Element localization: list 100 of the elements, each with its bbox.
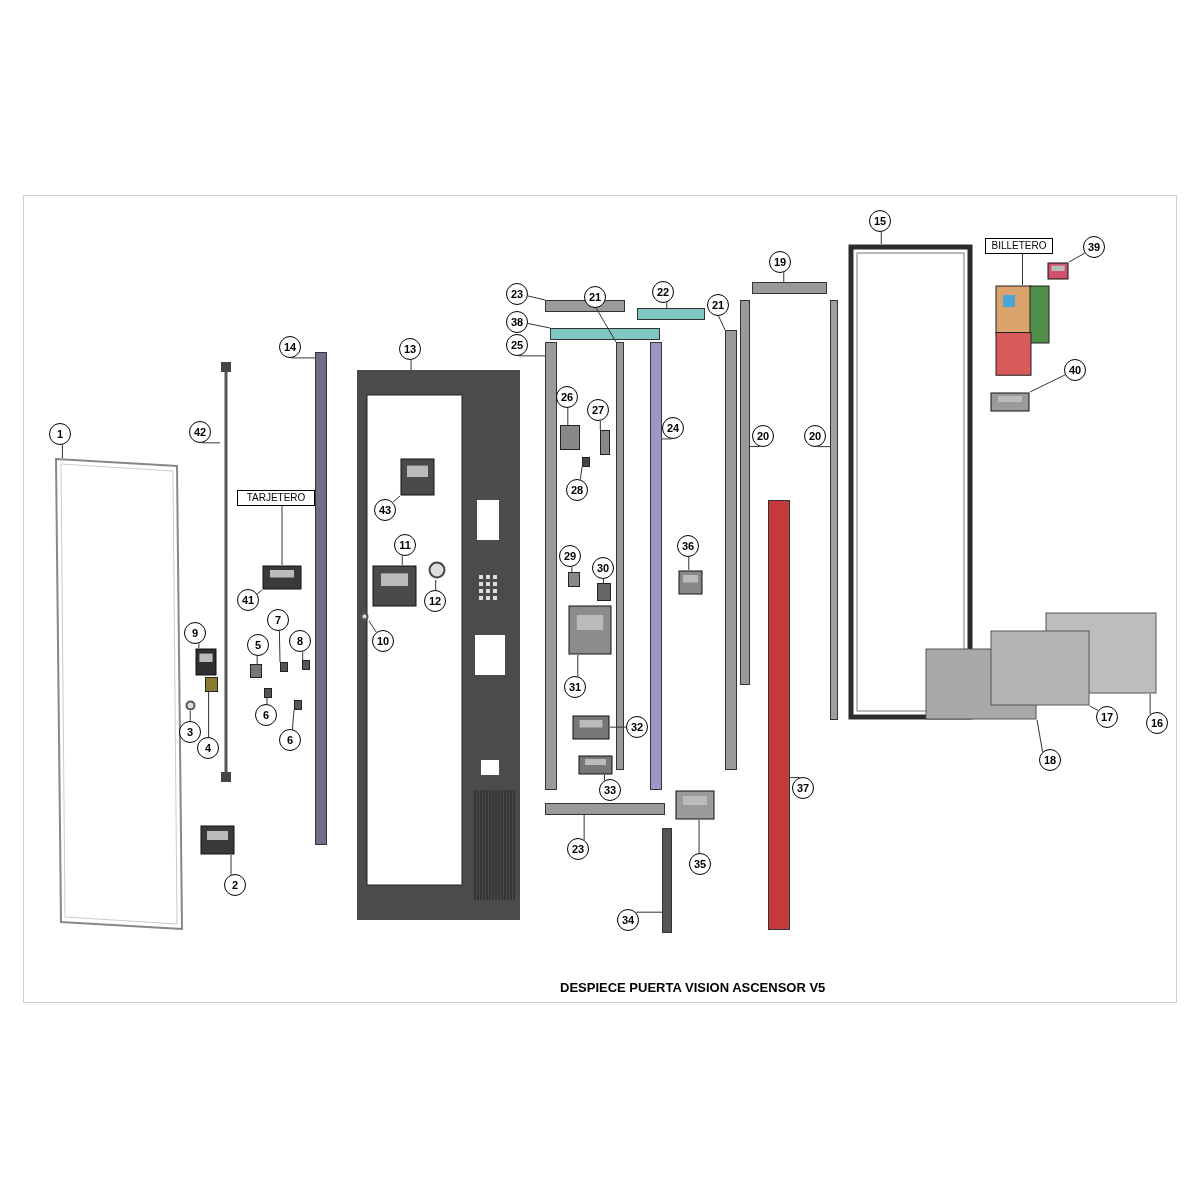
component-drawing	[678, 570, 703, 595]
component-drawing	[1047, 262, 1069, 280]
part-label: TARJETERO	[237, 490, 315, 506]
callout-number: 32	[626, 716, 648, 738]
leader-line	[435, 579, 437, 591]
profile-bar-drawing	[616, 342, 624, 770]
callout-number: 3	[179, 721, 201, 743]
leader-line	[198, 642, 200, 649]
profile-bar-drawing	[545, 300, 625, 312]
callout-number: 39	[1083, 236, 1105, 258]
leader-line	[527, 323, 551, 329]
leader-line	[527, 295, 546, 301]
callout-number: 2	[224, 874, 246, 896]
door-panel-drawing	[357, 370, 520, 920]
glass-panel-drawing	[55, 458, 183, 930]
leader-line	[302, 651, 304, 661]
cable-drawing	[220, 362, 232, 782]
profile-bar-drawing	[650, 342, 662, 790]
diagram-title: DESPIECE PUERTA VISION ASCENSOR V5	[560, 979, 826, 997]
leader-line	[401, 555, 403, 566]
leader-line	[266, 697, 268, 705]
leader-line	[1149, 693, 1151, 715]
profile-bar-drawing	[662, 828, 672, 933]
small-part-drawing	[250, 664, 262, 678]
leader-line	[688, 556, 690, 571]
small-part-drawing	[205, 677, 218, 692]
small-part-drawing	[560, 425, 580, 450]
small-part-drawing	[582, 457, 590, 467]
callout-number: 14	[279, 336, 301, 358]
callout-number: 33	[599, 779, 621, 801]
callout-number: 18	[1039, 749, 1061, 771]
callout-number: 25	[506, 334, 528, 356]
component-drawing	[572, 715, 610, 740]
profile-bar-drawing	[545, 342, 557, 790]
callout-number: 21	[584, 286, 606, 308]
callout-number: 30	[592, 557, 614, 579]
small-part-drawing	[294, 700, 302, 710]
leader-line	[579, 466, 583, 481]
callout-number: 7	[267, 609, 289, 631]
callout-number: 13	[399, 338, 421, 360]
callout-number: 35	[689, 853, 711, 875]
leader-line	[666, 301, 668, 309]
component-drawing	[200, 825, 235, 855]
callout-number: 26	[556, 386, 578, 408]
leader-line	[577, 654, 579, 677]
profile-bar-drawing	[740, 300, 750, 685]
callout-number: 17	[1096, 706, 1118, 728]
part-label: BILLETERO	[985, 238, 1053, 254]
profile-bar-drawing	[637, 308, 705, 320]
callout-number: 1	[49, 423, 71, 445]
leader-line	[368, 620, 377, 633]
leader-line	[1022, 253, 1023, 286]
leader-line	[602, 578, 604, 584]
leader-line	[208, 691, 210, 738]
callout-number: 21	[707, 294, 729, 316]
leader-line	[698, 819, 700, 854]
callout-number: 40	[1064, 359, 1086, 381]
small-part-drawing	[597, 583, 611, 601]
leader-line	[392, 495, 401, 503]
leader-line	[1089, 705, 1099, 711]
profile-bar-drawing	[768, 500, 790, 930]
ring-part-drawing	[185, 700, 196, 711]
small-part-drawing	[302, 660, 310, 670]
component-drawing	[990, 392, 1030, 412]
leader-line	[783, 271, 785, 283]
callout-number: 38	[506, 311, 528, 333]
leader-line	[567, 407, 569, 426]
leader-line	[661, 438, 673, 440]
leader-line	[291, 709, 295, 730]
profile-bar-drawing	[752, 282, 827, 294]
callout-number: 37	[792, 777, 814, 799]
profile-bar-drawing	[830, 300, 838, 720]
callout-number: 24	[662, 417, 684, 439]
small-part-drawing	[568, 572, 580, 587]
callout-number: 15	[869, 210, 891, 232]
component-drawing	[262, 565, 302, 590]
leader-line	[595, 307, 617, 343]
leader-line	[571, 566, 573, 573]
component-drawing	[568, 605, 612, 655]
leader-line	[278, 630, 281, 663]
callout-number: 19	[769, 251, 791, 273]
leader-line	[256, 655, 258, 665]
leader-line	[1036, 719, 1044, 753]
leader-line	[718, 315, 726, 331]
leader-line	[609, 726, 627, 728]
callout-number: 23	[567, 838, 589, 860]
leader-line	[880, 231, 882, 245]
callout-number: 6	[279, 729, 301, 751]
gasket-frame-drawing	[848, 244, 973, 720]
leader-line	[599, 420, 601, 431]
leader-line	[410, 359, 412, 371]
leader-line	[635, 911, 663, 913]
profile-bar-drawing	[550, 328, 660, 340]
small-part-drawing	[280, 662, 288, 672]
profile-bar-drawing	[315, 352, 327, 845]
callout-number: 5	[247, 634, 269, 656]
callout-number: 22	[652, 281, 674, 303]
callout-number: 31	[564, 676, 586, 698]
leader-line	[281, 505, 283, 566]
leader-line	[1029, 374, 1066, 393]
